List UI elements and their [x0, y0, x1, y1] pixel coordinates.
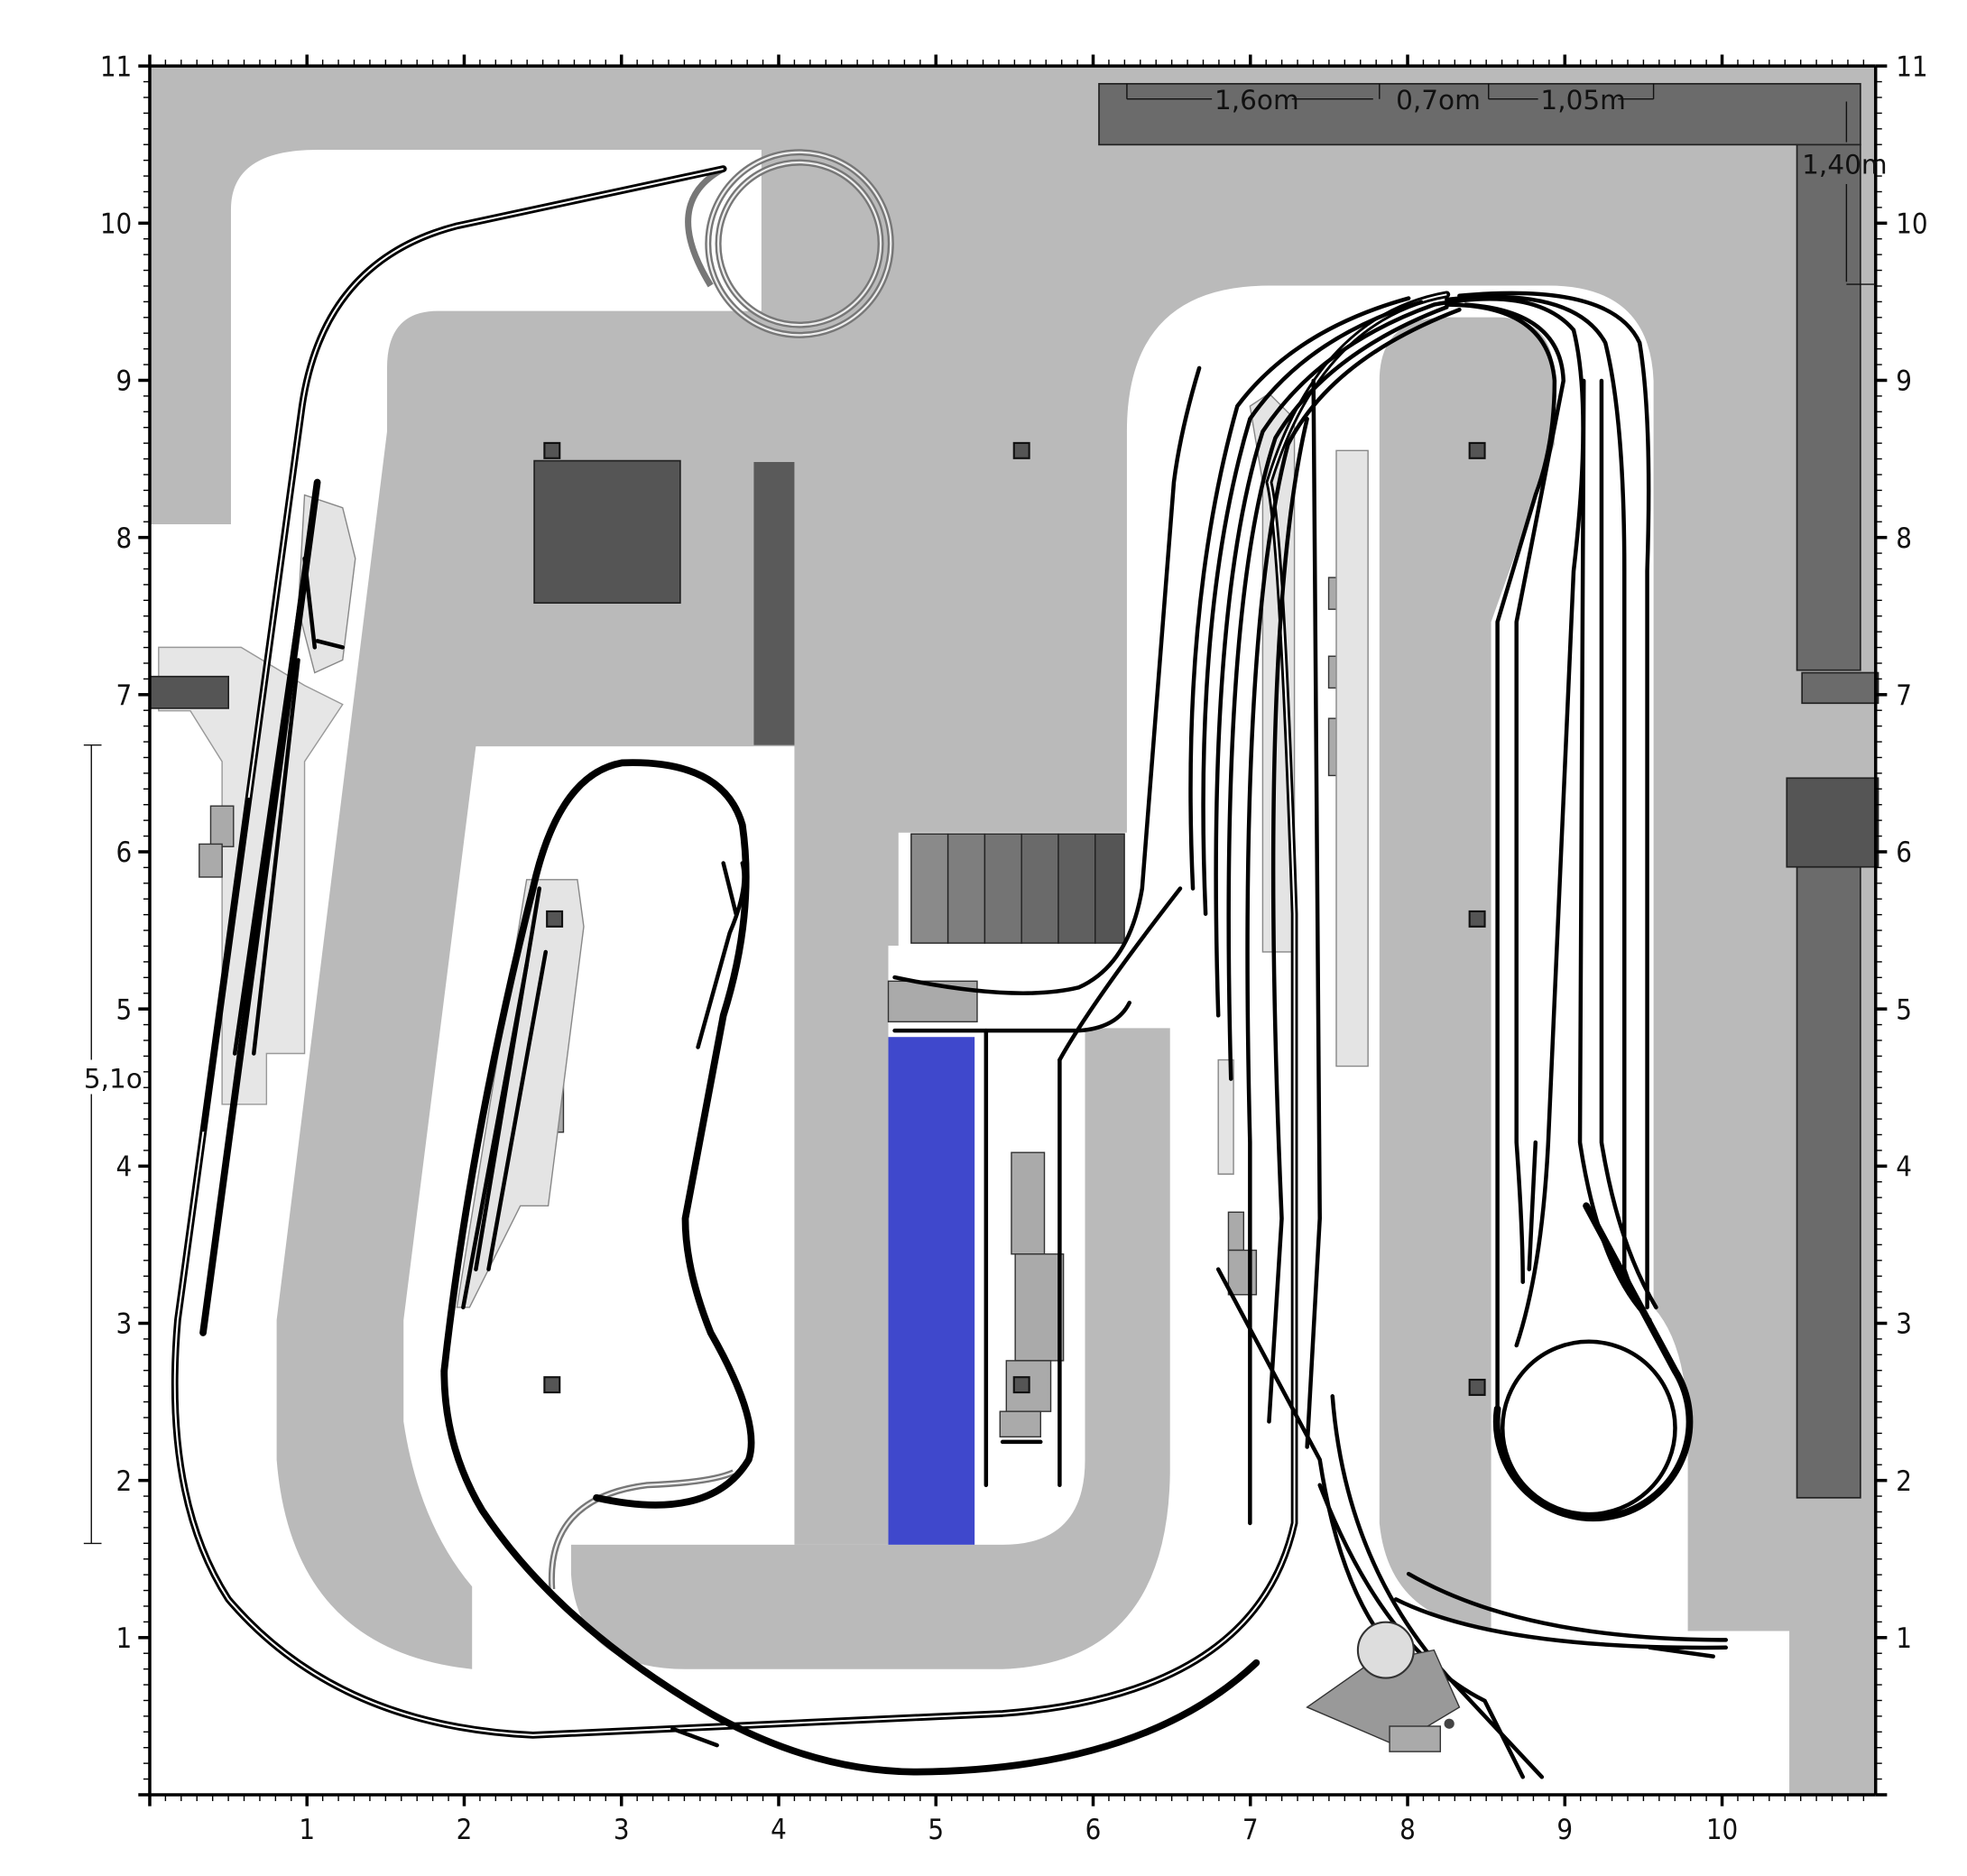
dimension-label-top-1: 1,6om [1214, 85, 1299, 116]
loop-interior-right [1506, 1345, 1672, 1511]
y-axis-label-right: 9 [1896, 365, 1912, 398]
water-area [888, 1037, 975, 1545]
y-axis-label-right: 1 [1896, 1622, 1912, 1655]
y-axis-label-right: 5 [1896, 993, 1912, 1026]
inner-loop-track [440, 759, 755, 1509]
y-axis-label-left: 10 [100, 208, 132, 241]
y-axis-label-right: 8 [1896, 522, 1912, 555]
y-axis-label-right: 4 [1896, 1151, 1912, 1184]
building-dark [533, 459, 681, 604]
dimension-label-top-2: 0,7om [1396, 85, 1481, 116]
x-axis-label: 8 [1399, 1814, 1416, 1846]
x-axis-label: 10 [1706, 1814, 1738, 1846]
door-left [149, 675, 230, 709]
x-axis-label: 1 [299, 1814, 315, 1846]
y-axis-label-left: 4 [116, 1151, 133, 1184]
door-right [1801, 671, 1879, 705]
y-axis-label-right: 10 [1896, 208, 1927, 241]
wall-top [1098, 82, 1861, 146]
axis-ticks [138, 54, 1888, 1807]
x-axis-label: 5 [928, 1814, 944, 1846]
y-axis-label-right: 3 [1896, 1308, 1912, 1341]
y-axis-label-right: 6 [1896, 836, 1912, 869]
x-axis-label: 2 [457, 1814, 473, 1846]
y-axis-label-left: 11 [100, 51, 132, 83]
layout-area-bottom [570, 1028, 1170, 1669]
box-right [1786, 777, 1879, 868]
x-axis-label: 9 [1556, 1814, 1573, 1846]
y-axis-label-right: 11 [1896, 51, 1927, 83]
reversing-loop [1492, 1202, 1694, 1522]
wall-right-upper [1796, 143, 1861, 671]
wall-right-lower [1796, 865, 1861, 1499]
y-axis-label-left: 9 [116, 365, 133, 398]
x-axis-label: 6 [1085, 1814, 1102, 1846]
y-axis-label-right: 2 [1896, 1465, 1912, 1498]
pillars [543, 441, 1486, 1396]
layout-area-right-tongue [1379, 317, 1555, 1631]
turntable [1306, 1621, 1461, 1752]
y-axis-label-left: 2 [116, 1465, 133, 1498]
y-axis-label-left: 1 [116, 1622, 133, 1655]
x-axis-label: 3 [614, 1814, 630, 1846]
dimension-label-right: 1,40m [1802, 150, 1887, 180]
helix-track [548, 149, 894, 1590]
x-axis-label: 4 [771, 1814, 787, 1846]
dimension-label-left: 5,1o [84, 1063, 143, 1094]
dimension-label-top-3: 1,05m [1540, 85, 1625, 116]
y-axis-label-left: 5 [116, 993, 133, 1026]
x-axis-label: 7 [1242, 1814, 1259, 1846]
y-axis-label-right: 7 [1896, 679, 1912, 712]
dimension-lines [83, 83, 1876, 1545]
wall-center [753, 462, 795, 745]
y-axis-label-left: 3 [116, 1308, 133, 1341]
y-axis-label-left: 7 [116, 679, 133, 712]
y-axis-label-left: 8 [116, 522, 133, 555]
staircase [910, 833, 1125, 944]
y-axis-label-left: 6 [116, 836, 133, 869]
station-forecourt [158, 646, 344, 1105]
main-tracks [171, 165, 1729, 1779]
